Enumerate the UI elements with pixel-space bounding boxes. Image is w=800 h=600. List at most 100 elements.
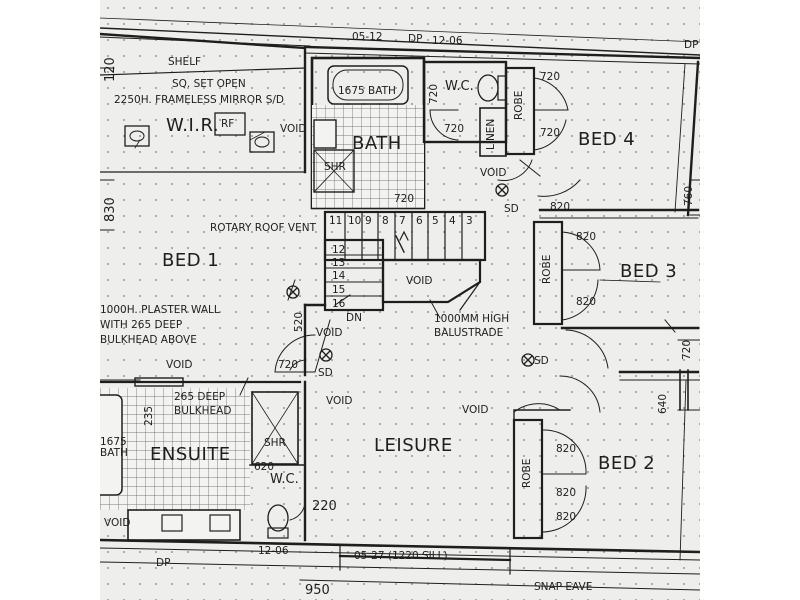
balustrade-note-2: BALUSTRADE — [434, 327, 504, 339]
dim-820-bed2b: 820 — [556, 487, 577, 499]
dim-720-linen: 720 — [444, 123, 465, 135]
robe-bed2-note: ROBE — [521, 458, 533, 488]
dim-760: 760 — [683, 185, 695, 206]
stair-dn-label: DN — [346, 312, 362, 324]
floor-plan-linework — [100, 17, 700, 591]
void-label: VOID — [280, 123, 307, 135]
dim-120: 120 — [103, 57, 118, 82]
top-external-wall — [100, 27, 700, 56]
stair-tread-number: 6 — [416, 215, 423, 227]
room-label-wc-top: W.C. — [445, 79, 474, 94]
dim-820-bed4: 820 — [550, 201, 571, 213]
ensuite-shower — [251, 391, 299, 465]
dim-950: 950 — [305, 583, 330, 598]
robe-bed2 — [512, 418, 544, 540]
smoke-detector-right — [521, 353, 535, 367]
bath-vanity — [313, 119, 337, 149]
stair-tread-number: 3 — [466, 215, 473, 227]
stair-lower-number: 16 — [332, 298, 346, 310]
stair-void-label: VOID — [406, 275, 433, 287]
void-label: VOID — [480, 167, 507, 179]
room-label-wc-bottom: W.C. — [270, 472, 299, 487]
bulkhead-box — [134, 377, 184, 387]
stair-lower-number: 14 — [332, 270, 346, 282]
smoke-detector-left — [319, 348, 333, 362]
room-label-bath: BATH — [352, 133, 402, 154]
robe-bed4 — [504, 66, 536, 156]
stair-tread-number: 7 — [399, 215, 406, 227]
rf-box — [214, 112, 246, 136]
void-label: VOID — [166, 359, 193, 371]
plaster-wall-note-1: 1000H. PLASTER WALL — [100, 304, 220, 316]
stair-tread-number: 10 — [348, 215, 362, 227]
stair-tread-number: 4 — [449, 215, 456, 227]
room-label-ensuite: ENSUITE — [150, 444, 231, 465]
dim-520: 520 — [293, 311, 305, 332]
floor-plan-sheet: W.I.R. RF BATH W.C. BED 4 BED 1 BED 3 LE… — [100, 0, 700, 600]
rf-label: RF — [221, 118, 235, 130]
bulkhead-note-1: 265 DEEP — [174, 391, 226, 403]
dim-720-bed4a: 720 — [540, 71, 561, 83]
snap-eave-note: SNAP EAVE — [534, 581, 593, 593]
downpipe-top-right: DP — [684, 39, 699, 51]
bath-1675-note: 1675 BATH — [338, 85, 396, 97]
room-label-bed2: BED 2 — [598, 453, 656, 474]
dim-830: 830 — [103, 197, 118, 222]
bottom-external-wall — [100, 538, 700, 554]
stair-lower-number: 13 — [332, 257, 346, 269]
stair-lower-number: 12 — [332, 244, 346, 256]
ensuite-tiled-floor — [100, 388, 250, 510]
room-label-bed3: BED 3 — [620, 261, 678, 282]
sd-label: SD — [318, 367, 333, 379]
dim-720-bed4b: 720 — [540, 127, 561, 139]
dim-720-wc: 720 — [428, 83, 440, 104]
rotary-vent-note: ROTARY ROOF VENT — [210, 222, 317, 234]
dim-820-bed3a: 820 — [576, 231, 597, 243]
shelf-note: SHELF — [168, 56, 202, 68]
robe-bed4-note: ROBE — [513, 90, 525, 120]
void-label: VOID — [462, 404, 489, 416]
rotary-vent-symbol — [286, 285, 300, 299]
shower-top — [313, 149, 355, 193]
dim-720-left: 720 — [278, 359, 299, 371]
wir-shelf-line — [100, 67, 306, 76]
void-label: VOID — [104, 517, 131, 529]
dim-620: 620 — [254, 461, 275, 473]
dim-820-bed3b: 820 — [576, 296, 597, 308]
stair-tread-number: 5 — [432, 215, 439, 227]
shr-top-note: SHR — [324, 161, 346, 173]
plaster-wall-note-3: BULKHEAD ABOVE — [100, 334, 197, 346]
robe-bed3 — [532, 220, 564, 326]
stair-tread-number: 11 — [329, 215, 343, 227]
dim-820-bed2c: 820 — [556, 511, 577, 523]
dim-220: 220 — [312, 499, 337, 514]
dim-820-bed2a: 820 — [556, 443, 577, 455]
balustrade-note-1: 1000MM HIGH — [434, 313, 510, 325]
sq-set-open-note: SQ. SET OPEN — [172, 78, 246, 90]
window-12-06-top: 12-06 — [432, 35, 463, 47]
downpipe-top: DP — [408, 33, 423, 45]
dim-235: 235 — [143, 405, 155, 426]
window-12-06-bottom: 12-06 — [258, 545, 289, 557]
room-label-wir: W.I.R. — [166, 115, 220, 136]
downpipe-bottom: DP — [156, 557, 171, 569]
void-label: VOID — [326, 395, 353, 407]
stair-lower-number: 15 — [332, 284, 346, 296]
sd-label: SD — [504, 203, 519, 215]
wir-vanity-left — [124, 125, 150, 147]
dim-720-bath: 720 — [394, 193, 415, 205]
void-label: VOID — [316, 327, 343, 339]
ensuite-bath — [100, 394, 123, 496]
wc-bottom-toilet — [267, 504, 289, 532]
dim-640: 640 — [657, 393, 669, 414]
wir-vanity-right — [249, 131, 275, 153]
room-label-bed4: BED 4 — [578, 129, 636, 150]
bulkhead-note-2: BULKHEAD — [174, 405, 232, 417]
stair-void — [381, 258, 482, 304]
linen-note: LINEN — [485, 118, 497, 150]
window-05-12: 05-12 — [352, 31, 383, 43]
dim-720-right: 720 — [681, 339, 693, 360]
room-label-leisure: LEISURE — [374, 435, 453, 456]
smoke-detector-top — [495, 183, 509, 197]
shr-bottom-note: SHR — [264, 437, 286, 449]
